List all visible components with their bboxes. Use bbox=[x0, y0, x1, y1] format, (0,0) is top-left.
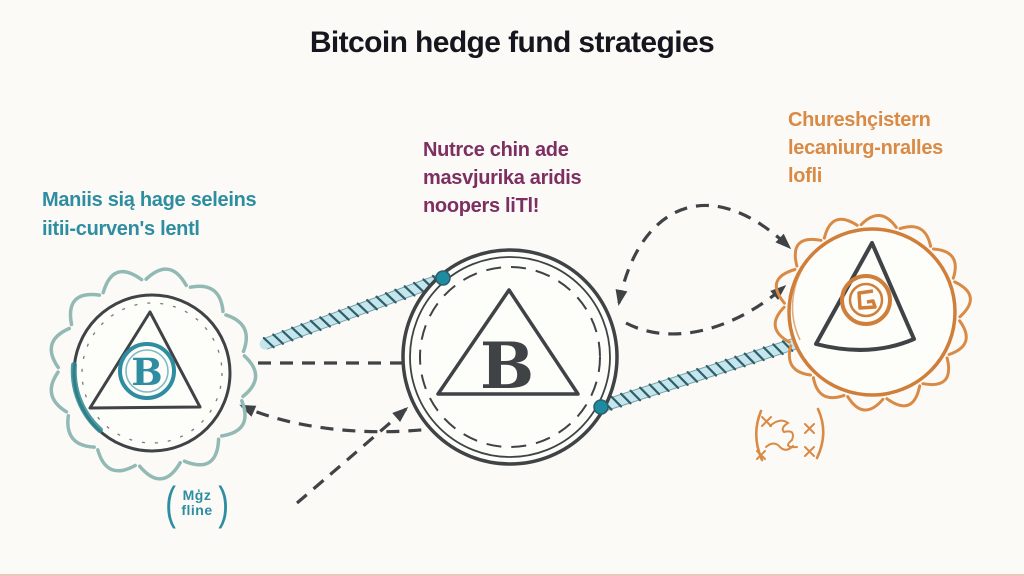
label-right-line2: lecaniurg-nralles bbox=[788, 137, 943, 159]
right-annotation-close-paren bbox=[815, 407, 825, 460]
rope-knot-bottom-right bbox=[593, 399, 609, 415]
arrow-center-right-arch bbox=[615, 204, 792, 306]
left-node-teal-arc bbox=[70, 362, 103, 433]
left-note-line2: fline bbox=[181, 502, 213, 518]
center-node-triangle bbox=[436, 288, 580, 396]
left-note-open-paren: ( bbox=[165, 477, 177, 529]
right-block-ring-inner bbox=[848, 282, 884, 318]
label-center-node: Nutrce chin ade masvjurika aridis nooper… bbox=[423, 136, 582, 220]
label-right-node: Chureshçistern lecaniurg-nralles lofli bbox=[788, 106, 943, 190]
label-left-line1: Maniis sią hage seleins bbox=[42, 189, 257, 211]
right-block-glyph bbox=[857, 289, 877, 310]
center-node-circle-mid bbox=[409, 256, 611, 458]
label-center-line2: masvjurika aridis bbox=[423, 167, 582, 189]
left-bitcoin-ring-inner bbox=[125, 349, 169, 393]
center-node-circle-outer bbox=[401, 248, 619, 466]
label-left-node: Maniis sią hage seleins iitii-curven's l… bbox=[42, 186, 257, 244]
left-bitcoin-glyph: B bbox=[131, 350, 162, 394]
left-note-line1: Mģz bbox=[182, 487, 212, 503]
right-block-ring-outer bbox=[840, 274, 892, 326]
label-left-line2: iitii-curven's lentl bbox=[42, 218, 200, 240]
center-node-circle-dashed bbox=[419, 266, 601, 448]
right-gear-node bbox=[773, 214, 972, 412]
label-center-line1: Nutrce chin ade bbox=[423, 139, 569, 161]
right-annotation-x-marks bbox=[756, 416, 815, 460]
left-node-triangle bbox=[88, 310, 202, 410]
label-right-line3: lofli bbox=[788, 165, 823, 187]
center-bitcoin-glyph: B bbox=[480, 329, 534, 404]
center-circle-node: B bbox=[401, 248, 619, 466]
arrow-center-to-right-curve bbox=[625, 285, 787, 336]
label-center-line3: noopers liTl! bbox=[423, 195, 540, 217]
left-note: ( Mģz fline ) bbox=[163, 477, 231, 529]
bottom-edge-artifact bbox=[0, 574, 1024, 576]
right-node-triangle bbox=[814, 241, 916, 352]
left-note-close-paren: ) bbox=[217, 477, 229, 529]
label-right-line1: Chureshçistern bbox=[788, 109, 931, 131]
left-bitcoin-ring-outer bbox=[118, 342, 176, 400]
left-gear-node: B bbox=[49, 267, 258, 481]
page-title: Bitcoin hedge fund strategies bbox=[309, 26, 715, 59]
left-gear-teeth bbox=[49, 267, 258, 481]
rope-knot-top-left bbox=[435, 270, 451, 286]
arrow-center-to-left-curved bbox=[239, 394, 549, 434]
right-annotation bbox=[754, 407, 825, 462]
right-node-circle bbox=[787, 227, 957, 397]
right-gear-teeth bbox=[773, 214, 972, 412]
left-node-inner-dashes bbox=[81, 302, 223, 444]
right-annotation-scribble bbox=[765, 419, 798, 451]
arrow-bottom-to-center bbox=[295, 407, 409, 505]
rope-link-center-right bbox=[597, 336, 806, 412]
right-node-inner-arc bbox=[791, 257, 811, 341]
